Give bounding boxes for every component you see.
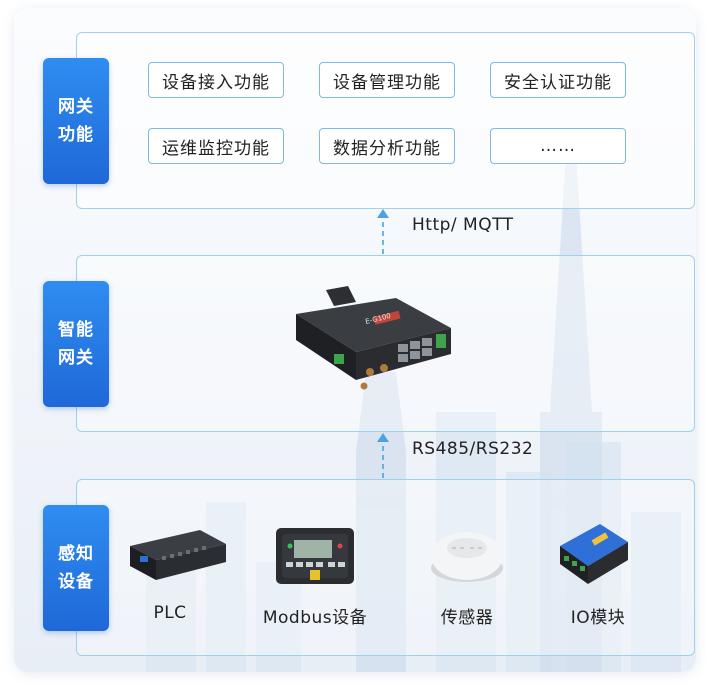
upper-protocol-label: Http/ MQTT xyxy=(412,215,514,235)
layer-label-text: 网关功能 xyxy=(58,97,94,145)
plc-image xyxy=(130,530,226,580)
arrow-up-icon xyxy=(377,209,389,254)
device-label-modbus: Modbus设备 xyxy=(262,608,368,628)
arrow-up-icon xyxy=(377,433,389,478)
sensor-image xyxy=(431,532,503,582)
smart-gateway-label: 智能网关 xyxy=(43,281,109,407)
device-label-sensor: 传感器 xyxy=(440,608,494,628)
architecture-card: 网关功能 设备接入功能 设备管理功能 安全认证功能 运维监控功能 数据分析功能 … xyxy=(14,8,696,672)
function-ops-monitoring: 运维监控功能 xyxy=(148,128,284,164)
gateway-functions-panel xyxy=(76,32,695,209)
modbus-device-image xyxy=(276,528,354,584)
function-device-management: 设备管理功能 xyxy=(319,62,455,98)
function-more: …… xyxy=(490,128,626,164)
device-label-plc: PLC xyxy=(153,603,187,623)
sensing-devices-label: 感知设备 xyxy=(43,505,109,631)
lower-protocol-label: RS485/RS232 xyxy=(412,439,534,459)
gateway-functions-label: 网关功能 xyxy=(43,58,109,184)
smart-gateway-panel xyxy=(76,255,695,432)
gateway-device-image: E-G100 xyxy=(296,286,451,390)
layer-label-text: 感知设备 xyxy=(58,544,94,592)
io-module-image xyxy=(560,524,628,584)
layer-label-text: 智能网关 xyxy=(58,320,94,368)
device-label-io-module: IO模块 xyxy=(570,608,626,628)
function-data-analysis: 数据分析功能 xyxy=(319,128,455,164)
function-security-auth: 安全认证功能 xyxy=(490,62,626,98)
function-device-access: 设备接入功能 xyxy=(148,62,284,98)
